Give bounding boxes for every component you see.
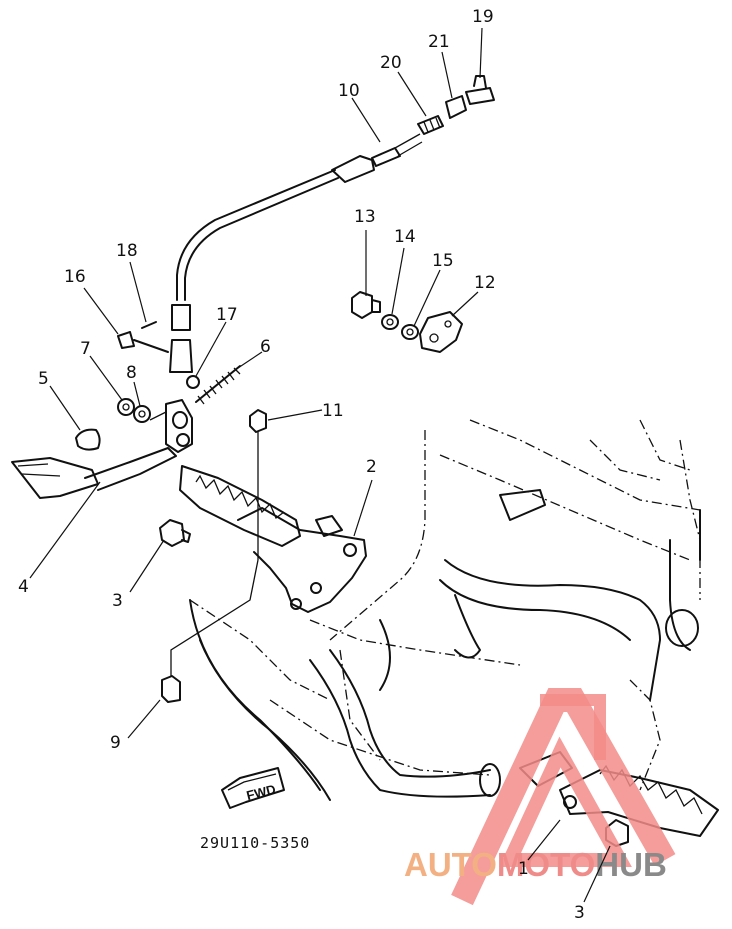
frame-tubes [189,489,701,801]
callout-5: 5 [38,369,49,389]
callout-4: 4 [18,577,29,597]
pedal-small-parts [75,321,200,451]
callout-10: 11 [322,401,344,421]
callout-1: 1 [518,859,529,879]
callout-8: 8 [126,363,137,383]
callout-20: 20 [380,53,402,73]
callout-15: 15 [432,251,454,271]
callout-9: 9 [110,733,121,753]
callout-17: 17 [216,305,238,325]
callout-21: 21 [428,32,450,52]
watermark-logo [451,688,676,906]
callout-14: 14 [394,227,416,247]
bolts [159,409,267,703]
fwd-arrow [221,767,285,809]
callout-12: 12 [474,273,496,293]
brake-pedal [11,365,241,499]
cable-adjuster-parts [417,75,495,135]
callout-19: 19 [472,7,494,27]
callout-7: 7 [80,339,91,359]
leader-lines [29,27,611,903]
frame-outline [189,419,701,791]
callout-18: 18 [116,241,138,261]
bracket-parts [351,291,463,353]
callout-16: 16 [64,267,86,287]
callout-3-lower: 3 [574,903,585,923]
watermark-text: AUTOMOTOHUB [404,846,667,883]
left-footrest [179,465,367,613]
callout-6: 6 [260,337,271,357]
fwd-label: FWD [245,781,277,803]
brake-cable [169,133,423,373]
callout-3-upper: 3 [112,591,123,611]
callout-13: 13 [354,207,376,227]
drawing-code: 29U110-5350 [200,834,310,852]
callout-2: 2 [366,457,377,477]
callout-11: 10 [338,81,360,101]
